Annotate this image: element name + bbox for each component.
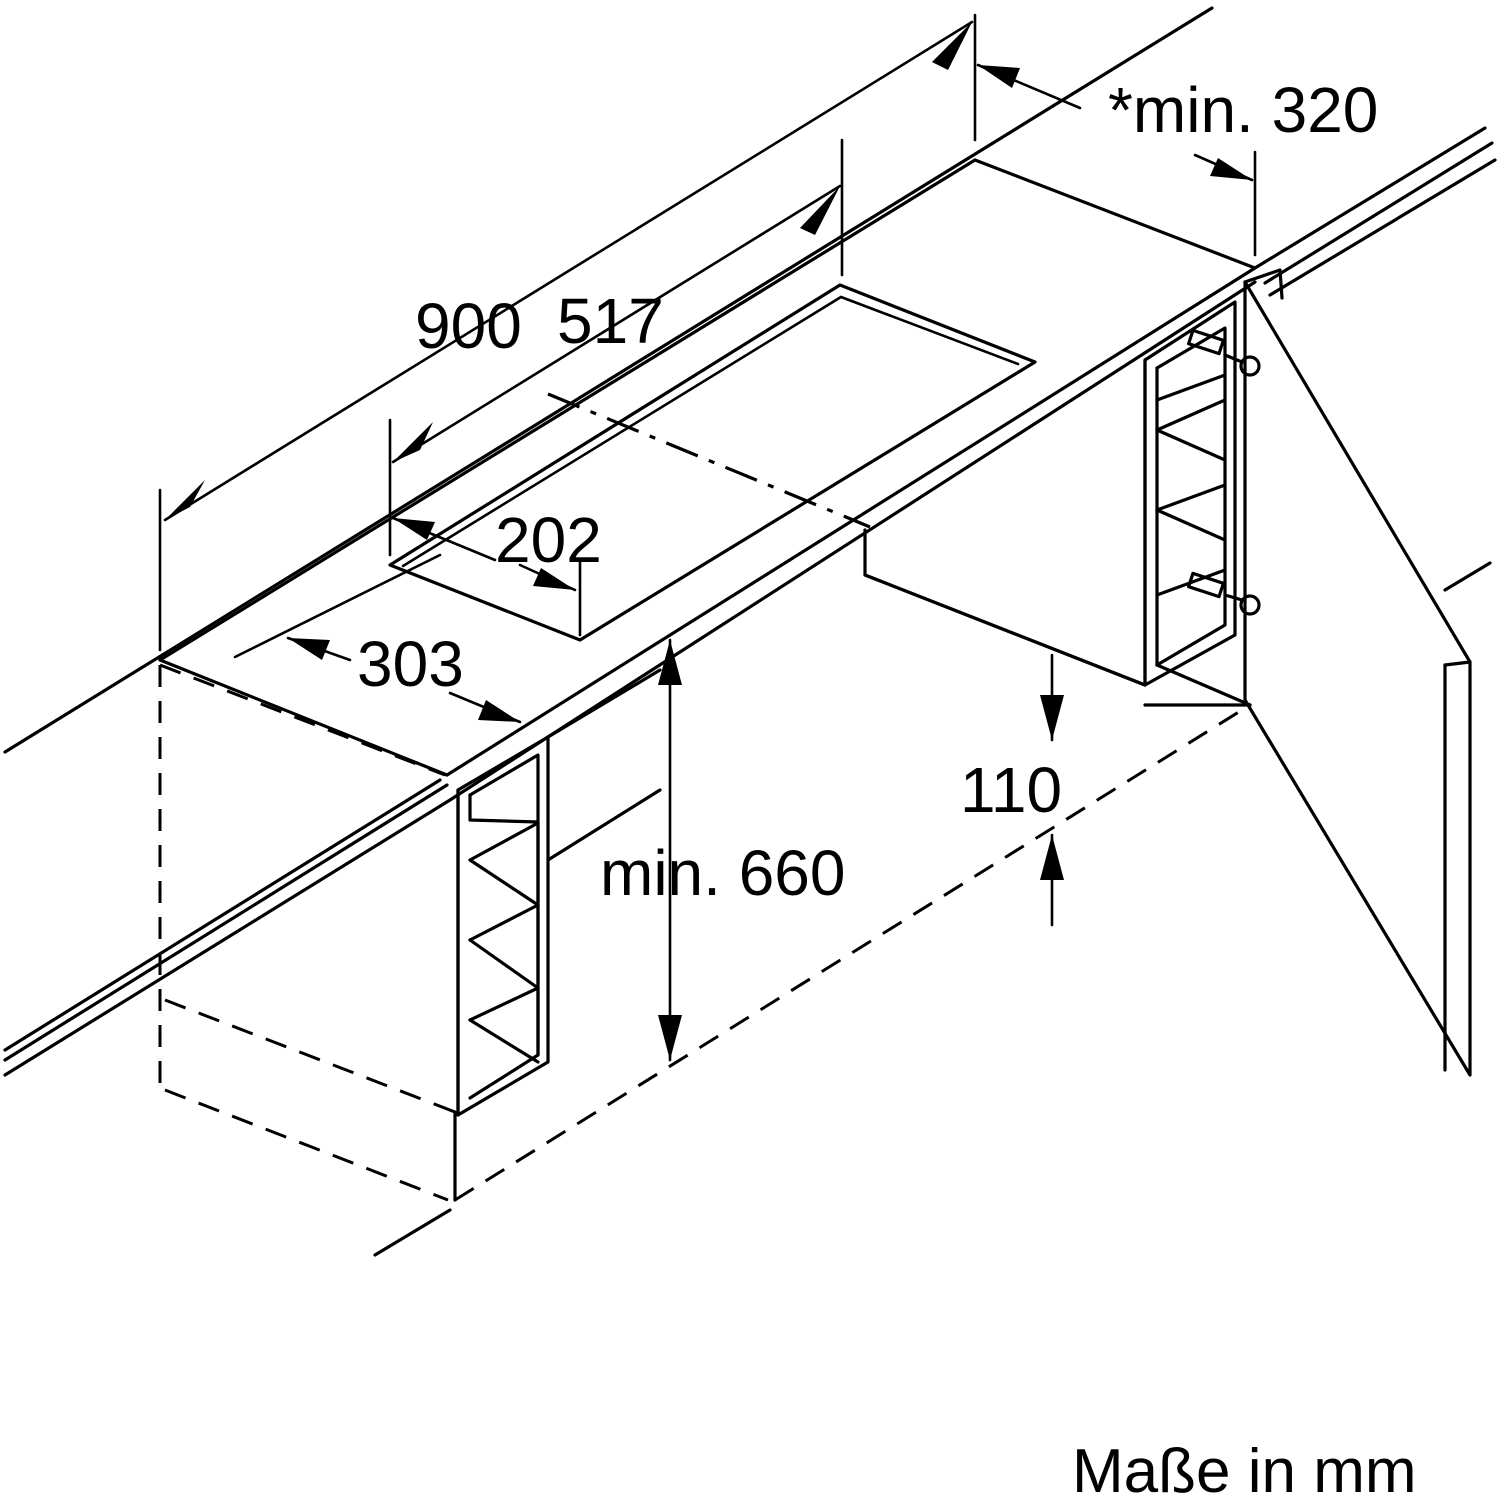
- dimension-arrowheads: [165, 22, 1252, 1060]
- dim-660-label: min. 660: [600, 837, 845, 909]
- arrow-320-left: [978, 65, 1020, 88]
- hob-cutout: [388, 283, 1037, 642]
- arrow-660-bottom: [658, 1015, 682, 1060]
- dim-517-label: 517: [557, 285, 664, 357]
- right-cabinet: [863, 300, 1261, 707]
- dim-900-label: 900: [415, 290, 522, 362]
- arrow-900-left: [165, 480, 205, 520]
- hidden-carcass-lines: [158, 663, 1251, 1202]
- arrow-320-right: [1210, 158, 1252, 180]
- worktop: [3, 6, 1497, 1077]
- arrow-110-bottom: [1040, 835, 1064, 880]
- dim-202-label: 202: [495, 504, 602, 576]
- arrow-303-right: [478, 700, 520, 722]
- cabinet-door: [1243, 268, 1492, 1077]
- dim-110-label: 110: [960, 754, 1062, 826]
- arrow-303-left: [288, 638, 330, 660]
- arrow-660-top: [658, 640, 682, 685]
- centre-line: [547, 392, 871, 529]
- arrow-202-left: [393, 518, 435, 540]
- units-note: Maße in mm: [1072, 1437, 1416, 1500]
- arrow-517-left: [393, 422, 433, 462]
- arrow-900-right: [932, 22, 972, 70]
- arrow-202-right: [533, 568, 575, 590]
- arrow-110-top: [1040, 695, 1064, 740]
- left-cabinet-side: [456, 668, 662, 1117]
- dim-320-label: *min. 320: [1108, 74, 1378, 146]
- dim-303-label: 303: [357, 628, 464, 700]
- arrow-517-right: [800, 186, 840, 235]
